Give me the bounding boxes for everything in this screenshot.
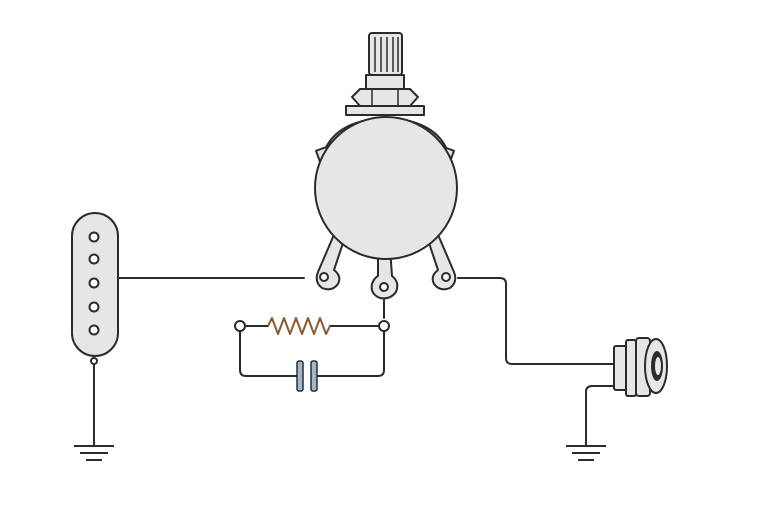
wire-rc-left xyxy=(239,330,297,377)
wire-jack-ground xyxy=(585,385,619,447)
capacitor-icon xyxy=(296,360,318,392)
junction-right xyxy=(378,320,390,332)
ground-icon xyxy=(566,445,606,461)
resistor-icon xyxy=(267,317,331,335)
potentiometer-icon xyxy=(314,32,458,300)
ground-icon xyxy=(74,445,114,461)
junction-left xyxy=(234,320,246,332)
pickup-icon xyxy=(71,212,119,365)
wires xyxy=(93,277,619,447)
jack-icon xyxy=(613,337,668,397)
wire-lug3-to-jack xyxy=(457,277,615,365)
wire-rc-right xyxy=(317,330,385,377)
